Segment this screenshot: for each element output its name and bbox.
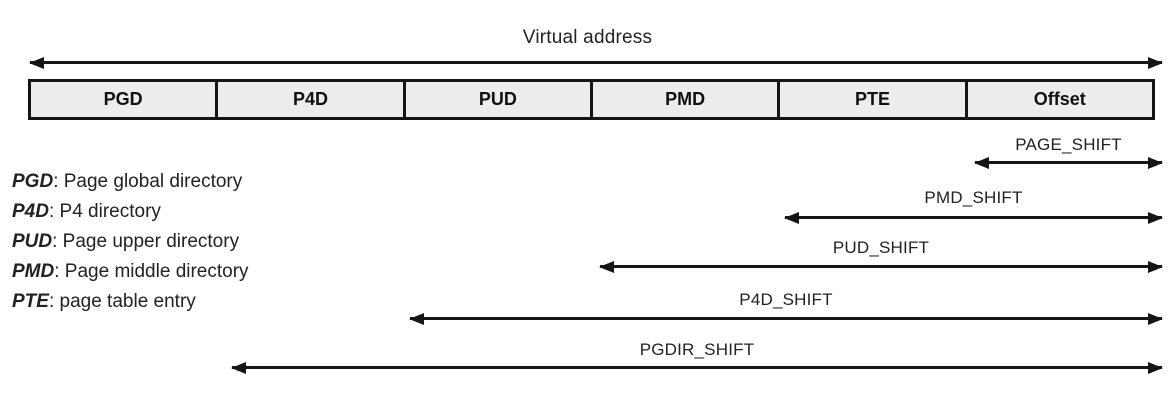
page-shift-label: PAGE_SHIFT xyxy=(1015,135,1122,154)
page-shift-range-arrow xyxy=(975,161,1162,164)
legend-term-pte: PTE xyxy=(12,291,49,312)
p4d-shift-range-arrow xyxy=(410,317,1162,320)
pgdir-shift-label: PGDIR_SHIFT xyxy=(639,340,755,359)
legend: PGD: Page global directory P4D: P4 direc… xyxy=(12,167,249,317)
pud-shift-label: PUD_SHIFT xyxy=(832,238,930,257)
field-cell-pgd: PGD xyxy=(31,82,216,117)
virtual-address-span-arrow xyxy=(30,61,1162,64)
field-cell-pmd: PMD xyxy=(589,82,778,117)
legend-item-pmd: PMD: Page middle directory xyxy=(12,257,249,287)
pgdir-shift-range-arrow xyxy=(232,366,1162,369)
pud-shift-range-arrow xyxy=(600,265,1162,268)
field-cell-pte: PTE xyxy=(777,82,965,117)
legend-desc-pgd: : Page global directory xyxy=(53,171,243,192)
legend-item-pte: PTE: page table entry xyxy=(12,287,249,317)
pmd-shift-label: PMD_SHIFT xyxy=(924,188,1023,207)
field-cell-offset: Offset xyxy=(964,82,1152,117)
legend-desc-pte: : page table entry xyxy=(48,291,196,312)
p4d-shift-label: P4D_SHIFT xyxy=(739,290,833,309)
legend-term-pgd: PGD xyxy=(12,171,54,192)
legend-item-pud: PUD: Page upper directory xyxy=(12,227,249,257)
pmd-shift-range-arrow xyxy=(785,216,1162,219)
legend-item-pgd: PGD: Page global directory xyxy=(12,167,249,197)
legend-desc-p4d: : P4 directory xyxy=(48,201,161,222)
legend-desc-pmd: : Page middle directory xyxy=(54,261,249,282)
address-fields-table: PGD P4D PUD PMD PTE Offset xyxy=(28,79,1155,120)
legend-term-p4d: P4D xyxy=(12,201,49,222)
legend-item-p4d: P4D: P4 directory xyxy=(12,197,249,227)
field-cell-p4d: P4D xyxy=(215,82,403,117)
field-cell-pud: PUD xyxy=(402,82,590,117)
legend-term-pud: PUD xyxy=(12,231,53,252)
legend-desc-pud: : Page upper directory xyxy=(52,231,240,252)
legend-term-pmd: PMD xyxy=(12,261,55,282)
diagram-title: Virtual address xyxy=(522,27,653,48)
